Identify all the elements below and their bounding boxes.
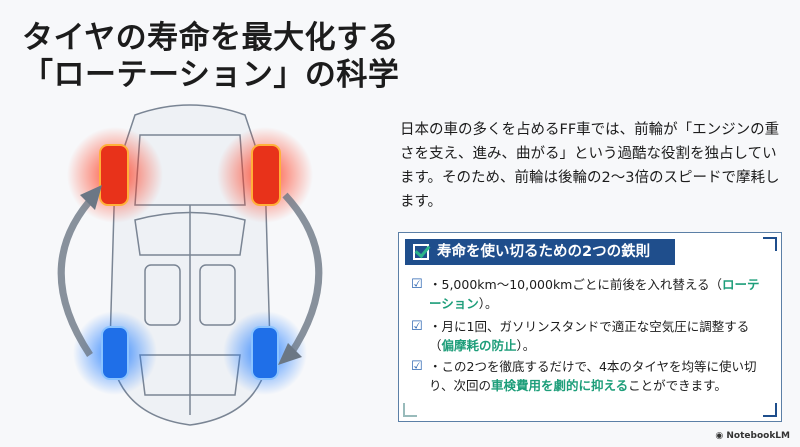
rule-highlight: 車検費用を劇的に抑える bbox=[491, 378, 629, 393]
title-line-2: 「ローテーション」の科学 bbox=[22, 57, 400, 93]
check-icon: ☑ bbox=[411, 277, 423, 292]
rule-text-end: ことができます。 bbox=[628, 378, 727, 393]
intro-paragraph: 日本の車の多くを占めるFF車では、前輪が「エンジンの重さを支え、進み、曲がる」と… bbox=[400, 122, 780, 210]
rules-box: 寿命を使い切るための2つの鉄則 ☑ ・5,000km〜10,000kmごとに前後… bbox=[398, 232, 782, 422]
rule-text-end: ）。 bbox=[516, 338, 536, 353]
rear-left-tire bbox=[101, 326, 129, 380]
rules-heading: 寿命を使い切るための2つの鉄則 bbox=[437, 244, 651, 260]
front-left-tire bbox=[99, 144, 129, 206]
rule-highlight: 偏摩耗の防止 bbox=[441, 338, 517, 353]
arrow-head-right bbox=[278, 343, 302, 365]
check-icon: ☑ bbox=[411, 359, 423, 374]
rule-text: ・月に1回、ガソリンスタンドで適正な空気圧に調整する（ bbox=[429, 319, 750, 353]
rule-highlight: ローテーション bbox=[429, 277, 760, 311]
arrow-head-left bbox=[80, 185, 102, 210]
rule-item: ☑ ・5,000km〜10,000kmごとに前後を入れ替える（ローテーション）。 bbox=[411, 275, 771, 313]
title-line-1: タイヤの寿命を最大化する bbox=[22, 20, 400, 56]
rule-text-end: ）。 bbox=[478, 296, 498, 311]
rear-right-tire bbox=[251, 326, 279, 380]
notebooklm-logo: ◉ NotebookLM bbox=[715, 431, 790, 441]
rule-item: ☑ ・この2つを徹底するだけで、4本のタイヤを均等に使い切り、次回の車検費用を劇… bbox=[411, 357, 771, 395]
check-icon: ☑ bbox=[411, 319, 423, 334]
rotation-arrows bbox=[57, 192, 323, 357]
rule-item: ☑ ・月に1回、ガソリンスタンドで適正な空気圧に調整する（偏摩耗の防止）。 bbox=[411, 317, 771, 355]
rule-text: ・この2つを徹底するだけで、4本のタイヤを均等に使い切り、次回の bbox=[429, 359, 757, 393]
rules-header: 寿命を使い切るための2つの鉄則 bbox=[405, 239, 675, 265]
car-rotation-diagram bbox=[57, 104, 323, 426]
front-right-tire bbox=[251, 144, 281, 206]
checkbox-icon bbox=[413, 244, 429, 260]
page-title: タイヤの寿命を最大化する 「ローテーション」の科学 bbox=[22, 20, 399, 94]
rule-text: ・5,000km〜10,000kmごとに前後を入れ替える（ bbox=[429, 277, 722, 292]
logo-text: NotebookLM bbox=[726, 431, 790, 441]
